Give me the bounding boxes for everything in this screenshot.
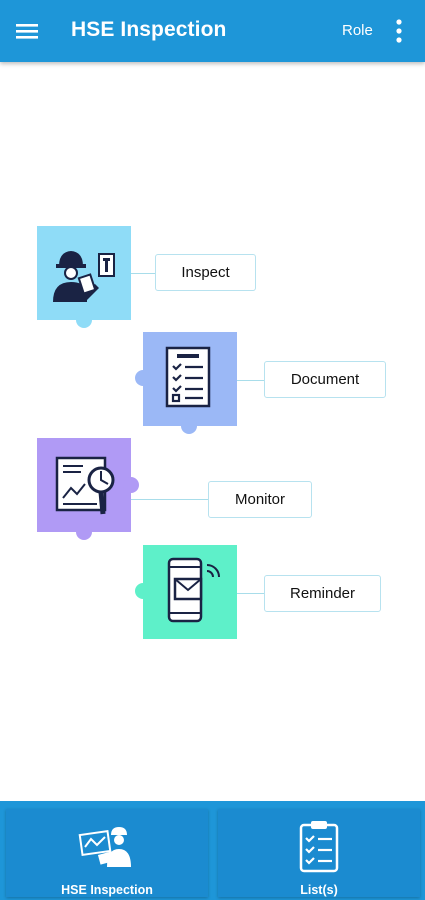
page-title: HSE Inspection [71, 18, 227, 41]
lists-tab-label: List(s) [300, 883, 338, 897]
reminder-tile[interactable] [135, 545, 237, 639]
menu-icon[interactable] [12, 17, 42, 45]
connector-line [237, 593, 265, 594]
clipboard-list-icon [299, 821, 339, 873]
checklist-document-icon [165, 346, 211, 408]
puzzle-tab [181, 418, 197, 434]
connector-line [131, 499, 209, 500]
connector-line [131, 273, 156, 274]
hse-inspection-tab-label: HSE Inspection [61, 883, 153, 897]
connector-line [237, 380, 265, 381]
hse-inspection-tab[interactable]: HSE Inspection [6, 809, 208, 897]
puzzle-tab [135, 583, 151, 599]
lists-tab[interactable]: List(s) [218, 809, 420, 897]
bottom-navigation: HSE Inspection List(s) [0, 801, 425, 900]
app-bar: HSE Inspection Role [0, 0, 425, 62]
puzzle-tab [135, 370, 151, 386]
inspector-icon [53, 251, 115, 302]
monitor-button[interactable]: Monitor [208, 481, 312, 518]
inspect-button[interactable]: Inspect [155, 254, 256, 291]
puzzle-tab [76, 524, 92, 540]
puzzle-tab [76, 312, 92, 328]
more-vert-icon[interactable] [388, 16, 410, 46]
inspect-tile[interactable] [37, 226, 131, 328]
puzzle-tab [123, 477, 139, 493]
mobile-message-icon [167, 557, 220, 623]
role-button[interactable]: Role [342, 22, 373, 39]
monitor-tile[interactable] [37, 438, 139, 540]
reminder-button[interactable]: Reminder [264, 575, 381, 612]
document-tile[interactable] [135, 332, 237, 434]
document-button[interactable]: Document [264, 361, 386, 398]
inspection-worker-icon [78, 827, 131, 867]
monitor-report-icon [55, 456, 115, 515]
